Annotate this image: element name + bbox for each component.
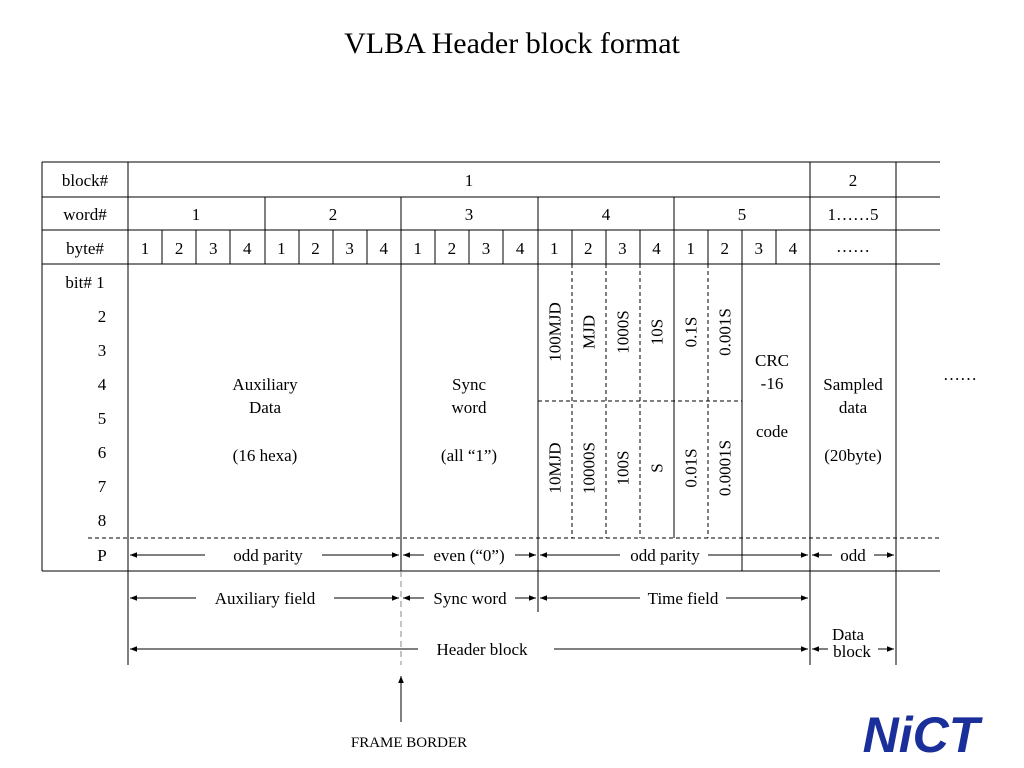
- byte-label: 4: [652, 239, 661, 258]
- page-title: VLBA Header block format: [344, 27, 680, 60]
- word-1-label: 1: [192, 205, 201, 224]
- time-field-labels: 100MJD MJD 1000S 10S 0.1S 0.001S 10MJD 10000S 10…: [546, 302, 735, 496]
- byte-label: 1: [686, 239, 695, 258]
- block-2-label: 2: [849, 171, 858, 190]
- crc-line-2: -16: [761, 374, 784, 393]
- word-2-label: 2: [329, 205, 338, 224]
- byte-label: 2: [175, 239, 184, 258]
- row-label-word: word#: [63, 205, 107, 224]
- field-aux-label: Auxiliary field: [215, 589, 316, 608]
- time-lower-label: 100S: [614, 451, 633, 486]
- field-time-label: Time field: [648, 589, 719, 608]
- block-1-label: 1: [465, 171, 474, 190]
- aux-data-line-3: (16 hexa): [233, 446, 298, 465]
- row-label-bit-1: bit# 1: [65, 273, 104, 292]
- ellipsis-right: ……: [943, 365, 977, 384]
- row-label-bit-7: 7: [98, 477, 107, 496]
- byte-label: 4: [379, 239, 388, 258]
- byte-label: 2: [584, 239, 593, 258]
- field-data-block-line-2: block: [833, 642, 871, 661]
- byte-label: 3: [618, 239, 627, 258]
- row-label-parity: P: [97, 546, 106, 565]
- aux-data-line-2: Data: [249, 398, 282, 417]
- time-lower-label: 10MJD: [546, 442, 565, 493]
- byte-label: 1: [277, 239, 286, 258]
- time-upper-label: 1000S: [614, 310, 633, 353]
- byte-label: 2: [720, 239, 729, 258]
- field-data-block-line-1: Data: [832, 625, 865, 644]
- parity-time: odd parity: [630, 546, 700, 565]
- row-label-bit-3: 3: [98, 341, 107, 360]
- time-upper-label: 10S: [648, 319, 667, 345]
- byte-label: 4: [789, 239, 798, 258]
- byte-labels: 1 2 3 4 1 2 3 4 1 2 3 4 1 2 3 4 1 2 3 4: [141, 239, 798, 258]
- word-3-label: 3: [465, 205, 474, 224]
- row-label-bit-6: 6: [98, 443, 107, 462]
- word-4-label: 4: [602, 205, 611, 224]
- byte-continuation: ……: [836, 237, 870, 256]
- row-label-byte: byte#: [66, 239, 104, 258]
- parity-sync: even (“0”): [433, 546, 504, 565]
- sampled-line-1: Sampled: [823, 375, 883, 394]
- byte-label: 3: [755, 239, 764, 258]
- parity-data: odd: [840, 546, 866, 565]
- parity-aux: odd parity: [233, 546, 303, 565]
- time-lower-label: 0.0001S: [716, 440, 735, 496]
- sync-word-line-1: Sync: [452, 375, 486, 394]
- table-grid: [41, 161, 940, 572]
- byte-label: 1: [141, 239, 150, 258]
- logo-text: NiCT: [863, 707, 984, 760]
- aux-data-line-1: Auxiliary: [232, 375, 298, 394]
- sync-word-line-2: word: [452, 398, 487, 417]
- crc-line-1: CRC: [755, 351, 789, 370]
- row-label-bit-5: 5: [98, 409, 107, 428]
- crc-line-3: code: [756, 422, 788, 441]
- byte-label: 3: [209, 239, 218, 258]
- time-upper-label: 0.001S: [716, 308, 735, 356]
- field-sync-label: Sync word: [433, 589, 507, 608]
- time-upper-label: MJD: [580, 315, 599, 349]
- word-range-label: 1……5: [828, 205, 879, 224]
- byte-label: 4: [516, 239, 525, 258]
- byte-label: 2: [448, 239, 457, 258]
- sync-word-line-3: (all “1”): [441, 446, 497, 465]
- time-upper-label: 100MJD: [546, 302, 565, 362]
- sampled-line-3: (20byte): [824, 446, 882, 465]
- row-label-block: block#: [62, 171, 109, 190]
- row-label-bit-2: 2: [98, 307, 107, 326]
- word-5-label: 5: [738, 205, 747, 224]
- time-lower-label: 0.01S: [682, 448, 701, 487]
- byte-label: 1: [414, 239, 423, 258]
- row-label-bit-8: 8: [98, 511, 107, 530]
- sampled-line-2: data: [839, 398, 868, 417]
- time-lower-label: 10000S: [580, 442, 599, 494]
- frame-border-label: FRAME BORDER: [351, 735, 467, 751]
- byte-label: 3: [482, 239, 491, 258]
- byte-label: 3: [345, 239, 354, 258]
- byte-label: 1: [550, 239, 559, 258]
- nict-logo: NiCT: [863, 707, 984, 760]
- byte-label: 2: [311, 239, 320, 258]
- byte-label: 4: [243, 239, 252, 258]
- row-label-bit-4: 4: [98, 375, 107, 394]
- field-header-label: Header block: [436, 640, 528, 659]
- time-upper-label: 0.1S: [682, 317, 701, 348]
- time-lower-label: S: [648, 463, 667, 472]
